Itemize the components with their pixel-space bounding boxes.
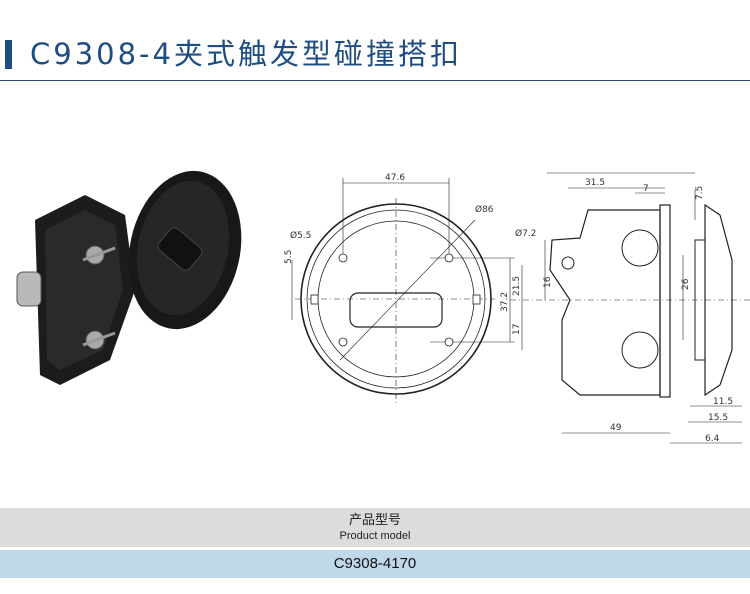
header-product-model-cn: 产品型号 <box>348 513 401 528</box>
dim-31-5: 31.5 <box>585 178 605 188</box>
dim-7: 7 <box>643 184 649 194</box>
dim-7-5: 7.5 <box>695 186 705 200</box>
dim-26: 26 <box>681 278 691 290</box>
page-title: C9308-4夹式触发型碰撞搭扣 <box>30 37 462 71</box>
dim-21-5: 21.5 <box>512 276 522 296</box>
dim-6-4: 6.4 <box>705 434 720 444</box>
dim-height: 37.2 <box>500 292 510 312</box>
product-photo <box>16 170 242 385</box>
title-accent-bar <box>5 40 12 69</box>
table-header-row: 产品型号 Product model <box>0 508 750 547</box>
dim-hole-7-2: Ø7.2 <box>515 228 536 239</box>
dim-49: 49 <box>610 423 622 433</box>
dim-width: 47.6 <box>385 173 405 183</box>
dim-16: 16 <box>543 276 553 288</box>
front-view-drawing: 47.6 Ø86 Ø5.5 5.5 37.2 <box>284 173 515 405</box>
dim-offset: 5.5 <box>284 250 294 264</box>
side-view-drawing: 31.5 7 7.5 Ø7.2 16 21.5 17 26 49 11.5 15… <box>510 172 750 444</box>
dim-15-5: 15.5 <box>708 413 728 423</box>
title-divider <box>0 80 750 81</box>
product-model-value: C9308-4170 <box>0 550 750 578</box>
dim-hole: Ø5.5 <box>290 230 311 241</box>
dim-11-5: 11.5 <box>713 397 733 407</box>
dim-17: 17 <box>512 324 522 335</box>
header-product-model-en: Product model <box>339 530 411 542</box>
dim-diameter: Ø86 <box>475 204 494 215</box>
